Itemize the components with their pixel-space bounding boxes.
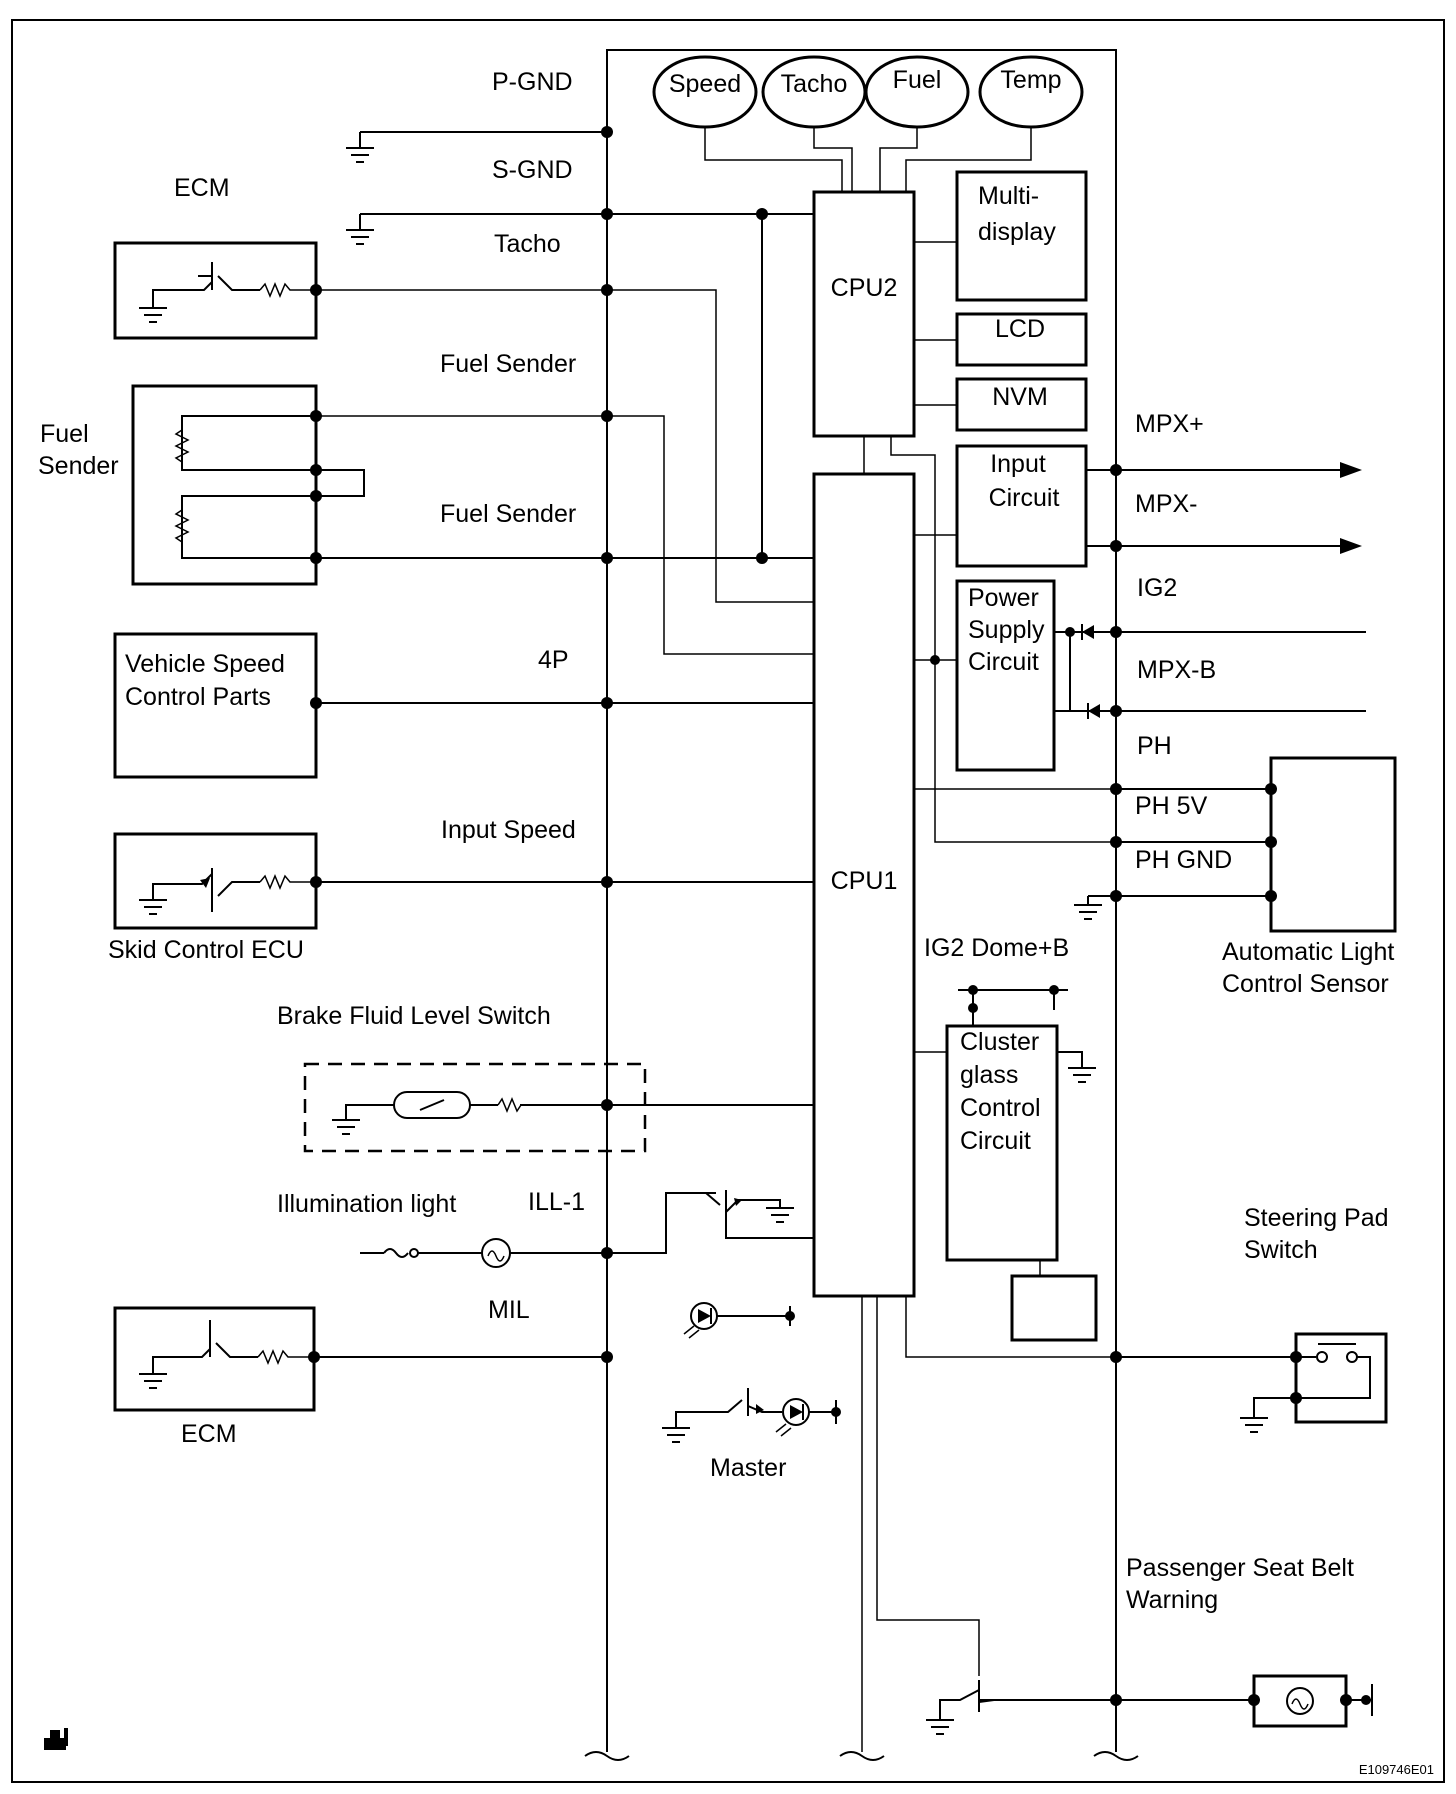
component-steering-2: Switch	[1244, 1236, 1318, 1264]
component-vsc-2: Control Parts	[125, 683, 271, 711]
cluster-label-2: glass	[960, 1061, 1018, 1089]
terminal-fuel-sender-2: Fuel Sender	[440, 500, 576, 528]
terminal-ill-1: ILL-1	[528, 1188, 585, 1216]
terminal-tacho: Tacho	[494, 230, 561, 258]
brake-fluid-level-switch	[303, 1062, 647, 1153]
automatic-light-sensor	[1074, 756, 1397, 933]
gauge-tacho-label: Tacho	[781, 70, 848, 98]
component-fuel-sender-1: Fuel	[40, 420, 89, 448]
terminal-ig2-dome-b: IG2 Dome+B	[924, 934, 1069, 962]
terminal-fuel-sender-1: Fuel Sender	[440, 350, 576, 378]
gauge-speed: Speed	[652, 55, 758, 129]
cluster-label-1: Cluster	[960, 1028, 1039, 1056]
cpu1-block	[812, 472, 916, 1298]
component-auto-light-2: Control Sensor	[1222, 970, 1389, 998]
cluster-label-3: Control	[960, 1094, 1041, 1122]
gauge-tacho: Tacho	[761, 55, 867, 129]
vehicle-speed-control-parts	[113, 632, 322, 779]
gauge-fuel: Fuel	[864, 55, 970, 129]
component-ecm-bottom: ECM	[181, 1420, 237, 1448]
mil-indicator	[683, 1302, 795, 1339]
multi-display-label-1: Multi-	[978, 182, 1039, 210]
multi-display-label-2: display	[978, 218, 1056, 246]
cpu2-label: CPU2	[831, 274, 898, 302]
gauge-temp-label: Temp	[1000, 66, 1061, 94]
component-seat-belt-2: Warning	[1126, 1586, 1218, 1614]
nvm-block	[955, 377, 1088, 432]
component-steering-1: Steering Pad	[1244, 1204, 1389, 1232]
gauge-temp: Temp	[978, 55, 1084, 129]
lcd-label: LCD	[995, 315, 1045, 343]
power-supply-block	[955, 579, 1056, 772]
cpu1-label: CPU1	[831, 867, 898, 895]
left-bus-wiring	[316, 126, 814, 1363]
terminal-mpx-b: MPX-B	[1137, 656, 1216, 684]
terminal-mpx-plus: MPX+	[1135, 410, 1204, 438]
output-wiring	[1054, 462, 1366, 719]
cluster-glass-block	[945, 1024, 1059, 1262]
lcd-block	[955, 312, 1088, 367]
multi-display-block	[955, 170, 1088, 302]
steering-pad-switch	[1110, 1332, 1388, 1433]
input-circuit-label-2: Circuit	[989, 484, 1060, 512]
nvm-label: NVM	[992, 383, 1048, 411]
component-fuel-sender-2: Sender	[38, 452, 119, 480]
component-skid-ecu: Skid Control ECU	[108, 936, 304, 964]
component-ecm-top: ECM	[174, 174, 230, 202]
cluster-label-4: Circuit	[960, 1127, 1031, 1155]
fuel-sender-component	[131, 384, 365, 586]
component-vsc-1: Vehicle Speed	[125, 650, 285, 678]
master-warning	[662, 1388, 841, 1443]
terminal-4p: 4P	[538, 646, 569, 674]
outer-frame	[11, 19, 1445, 1783]
gauge-wires	[704, 127, 1032, 192]
figure-code: E109746E01	[1359, 1762, 1434, 1777]
component-master: Master	[710, 1454, 786, 1482]
terminal-ph: PH	[1137, 732, 1172, 760]
ig2-dome-terminals	[958, 985, 1096, 1083]
power-supply-label-2: Supply	[968, 616, 1045, 644]
gauge-speed-label: Speed	[669, 70, 741, 98]
ecm-bottom	[113, 1306, 320, 1412]
power-supply-label-1: Power	[968, 584, 1039, 612]
ecm-top	[113, 241, 322, 340]
input-circuit-block	[955, 444, 1088, 568]
skid-control-ecu	[113, 832, 322, 930]
source-logo-icon	[44, 1728, 68, 1750]
terminal-input-speed: Input Speed	[441, 816, 576, 844]
cpu2-block	[812, 190, 916, 438]
terminal-mpx-minus: MPX-	[1135, 490, 1198, 518]
power-supply-label-3: Circuit	[968, 648, 1039, 676]
component-brake-fluid: Brake Fluid Level Switch	[277, 1002, 551, 1030]
gauge-fuel-label: Fuel	[893, 66, 942, 94]
component-illumination: Illumination light	[277, 1190, 456, 1218]
illumination-light	[360, 1190, 814, 1268]
component-seat-belt-1: Passenger Seat Belt	[1126, 1554, 1354, 1582]
cluster-sub-block	[1010, 1274, 1098, 1342]
internal-wiring	[861, 241, 1116, 1752]
component-mil: MIL	[488, 1296, 530, 1324]
terminal-ph-gnd: PH GND	[1135, 846, 1232, 874]
terminal-p-gnd: P-GND	[492, 68, 573, 96]
seat-belt-warning	[926, 1674, 1373, 1735]
terminal-s-gnd: S-GND	[492, 156, 573, 184]
terminal-ph-5v: PH 5V	[1135, 792, 1208, 820]
component-auto-light-1: Automatic Light	[1222, 938, 1394, 966]
input-circuit-label-1: Input	[990, 450, 1046, 478]
terminal-ig2: IG2	[1137, 574, 1177, 602]
